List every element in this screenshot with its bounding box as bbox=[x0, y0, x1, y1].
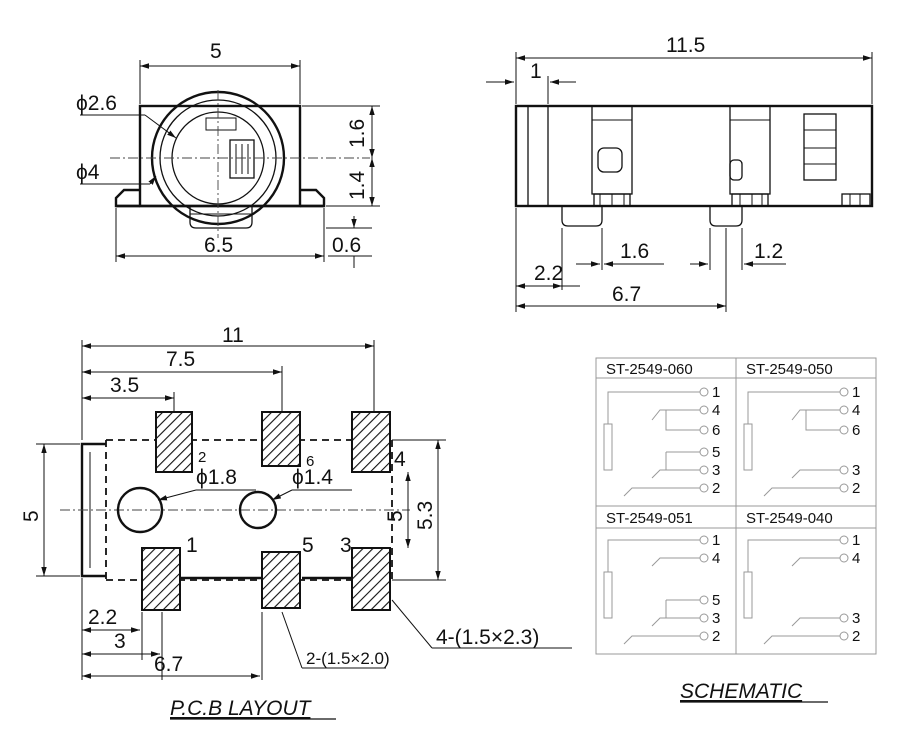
schematic-pin: 2 bbox=[712, 480, 720, 497]
pcb-pads-small-label: 2-(1.5×2.0) bbox=[306, 649, 390, 668]
side-pin-a-label: 1.6 bbox=[620, 240, 649, 263]
front-outer-diameter-label: ϕ4 bbox=[76, 161, 100, 184]
pcb-pin-4: 4 bbox=[394, 448, 406, 471]
pcb-layout: 2 6 4 1 5 3 11 7.5 3.5 5 5 5.3 ϕ1.8 bbox=[20, 324, 572, 720]
pcb-pin-3: 3 bbox=[340, 534, 352, 557]
schematic-pin: 3 bbox=[712, 610, 720, 627]
schematic-pin: 6 bbox=[712, 422, 720, 439]
pcb-d2-label: 3.5 bbox=[110, 374, 139, 397]
schematic-cell-2: 1 4 6 3 2 bbox=[743, 384, 860, 497]
schematic-pin: 6 bbox=[852, 422, 860, 439]
schematic-title: SCHEMATIC bbox=[680, 680, 803, 703]
pcb-bottom-b-label: 3 bbox=[114, 630, 126, 653]
front-width-label: 5 bbox=[210, 40, 222, 63]
pcb-pad-6 bbox=[261, 411, 301, 467]
schematic-pin: 1 bbox=[712, 384, 720, 401]
pcb-pin-2: 2 bbox=[198, 449, 206, 466]
pcb-d1-label: 7.5 bbox=[166, 348, 195, 371]
pcb-pad-5 bbox=[261, 551, 301, 609]
schematic-pin: 4 bbox=[852, 550, 860, 567]
schematic: ST-2549-060 ST-2549-050 ST-2549-051 ST-2… bbox=[595, 357, 877, 703]
pcb-pad-3 bbox=[351, 547, 391, 611]
pcb-hole-small-label: ϕ1.4 bbox=[292, 466, 333, 489]
pcb-pad-1 bbox=[141, 547, 181, 611]
front-top-height-label: 1.6 bbox=[346, 119, 369, 148]
front-mid-height-label: 1.4 bbox=[346, 170, 369, 200]
side-offset-label: 1 bbox=[530, 60, 542, 83]
side-pos-b-label: 6.7 bbox=[612, 283, 641, 306]
front-inner-diameter-label: ϕ2.6 bbox=[76, 92, 117, 115]
pcb-hole-large-label: ϕ1.8 bbox=[196, 466, 237, 489]
front-view: 5 ϕ2.6 ϕ4 1.6 1.4 6.5 0.6 bbox=[76, 40, 380, 268]
side-pin-b-label: 1.2 bbox=[754, 240, 783, 263]
pcb-hole-large bbox=[116, 486, 164, 534]
pcb-pad-4 bbox=[351, 411, 391, 473]
pcb-pin-6: 6 bbox=[306, 453, 314, 470]
schematic-cell-4: 1 4 3 2 bbox=[743, 532, 860, 645]
pcb-outer-height-label: 5.3 bbox=[414, 501, 437, 530]
schematic-part-4: ST-2549-040 bbox=[746, 510, 833, 527]
schematic-pin: 5 bbox=[712, 592, 720, 609]
schematic-pin: 3 bbox=[852, 462, 860, 479]
schematic-part-3: ST-2549-051 bbox=[606, 510, 693, 527]
schematic-pin: 4 bbox=[712, 550, 720, 567]
side-view: 11.5 1 1.6 1.2 2.2 6.7 bbox=[486, 34, 874, 312]
front-base-width-label: 6.5 bbox=[204, 234, 233, 257]
side-length-label: 11.5 bbox=[666, 34, 705, 57]
side-pos-a-label: 2.2 bbox=[534, 262, 563, 285]
schematic-pin: 3 bbox=[712, 462, 720, 479]
schematic-pin: 1 bbox=[852, 532, 860, 549]
pcb-bottom-a-label: 2.2 bbox=[88, 606, 117, 629]
pcb-bottom-c-label: 6.7 bbox=[154, 653, 183, 676]
schematic-cell-3: 1 4 5 3 2 bbox=[603, 532, 720, 645]
schematic-pin: 4 bbox=[712, 402, 720, 419]
schematic-cell-1: 1 4 6 5 3 2 bbox=[603, 384, 720, 497]
pcb-total-width-label: 11 bbox=[222, 324, 244, 347]
schematic-pin: 5 bbox=[712, 444, 720, 461]
schematic-pin: 2 bbox=[852, 480, 860, 497]
schematic-part-1: ST-2549-060 bbox=[606, 361, 693, 378]
pcb-title: P.C.B LAYOUT bbox=[170, 697, 313, 720]
pcb-pin-1: 1 bbox=[186, 534, 198, 557]
pcb-hole-small bbox=[238, 490, 278, 530]
schematic-pin: 4 bbox=[852, 402, 860, 419]
pcb-pads-large-label: 4-(1.5×2.3) bbox=[436, 626, 539, 649]
schematic-pin: 2 bbox=[712, 628, 720, 645]
schematic-pin: 1 bbox=[712, 532, 720, 549]
schematic-pin: 2 bbox=[852, 628, 860, 645]
pcb-height-label: 5 bbox=[20, 510, 43, 522]
pcb-inner-height-label: 5 bbox=[384, 510, 407, 522]
schematic-pin: 3 bbox=[852, 610, 860, 627]
front-base-height-label: 0.6 bbox=[332, 234, 361, 257]
schematic-part-2: ST-2549-050 bbox=[746, 361, 833, 378]
schematic-pin: 1 bbox=[852, 384, 860, 401]
pcb-pad-2 bbox=[155, 411, 193, 473]
pcb-pin-5: 5 bbox=[302, 534, 314, 557]
